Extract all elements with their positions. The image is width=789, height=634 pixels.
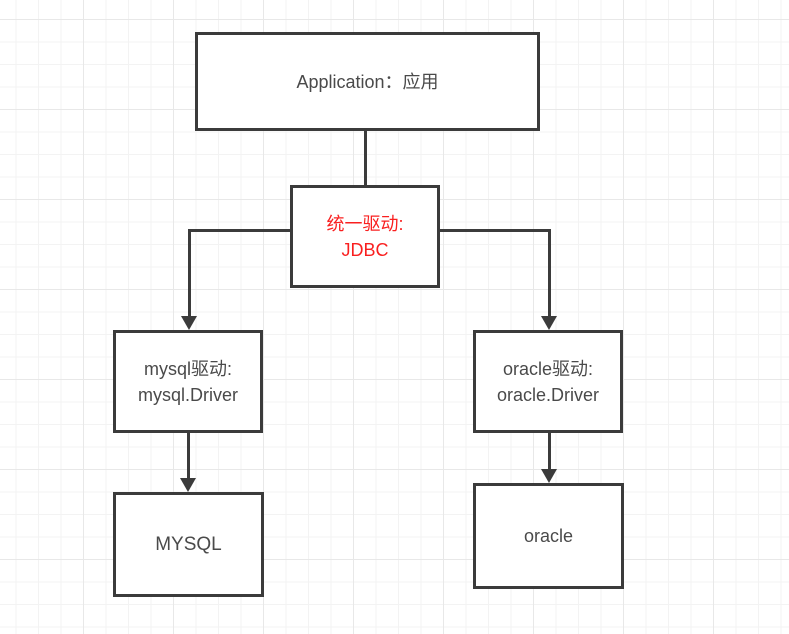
node-mysql-database-label: MYSQL bbox=[155, 533, 222, 555]
node-jdbc-label-line2: JDBC bbox=[341, 239, 389, 260]
connector-jdbc-mysql-driver-horizontal[interactable] bbox=[188, 229, 291, 232]
node-oracle-database[interactable]: oracle bbox=[473, 483, 624, 589]
node-mysql-driver-label-line2: mysql.Driver bbox=[137, 384, 238, 405]
connector-mysql-driver-mysql-db[interactable] bbox=[187, 433, 190, 479]
arrowhead-to-mysql-db bbox=[180, 478, 196, 492]
node-oracle-database-label: oracle bbox=[523, 526, 574, 546]
node-application-label: Application：应用 bbox=[296, 71, 439, 92]
connector-application-jdbc[interactable] bbox=[364, 131, 367, 187]
connector-jdbc-mysql-driver-vertical[interactable] bbox=[188, 229, 191, 317]
node-oracle-driver-label-line2: oracle.Driver bbox=[496, 384, 600, 405]
connector-jdbc-oracle-driver-vertical[interactable] bbox=[548, 229, 551, 317]
node-application[interactable]: Application：应用 bbox=[195, 32, 540, 131]
connector-oracle-driver-oracle-db[interactable] bbox=[548, 433, 551, 470]
node-jdbc-unified-driver[interactable]: 统一驱动: JDBC bbox=[290, 185, 440, 288]
node-oracle-driver-label-line1: oracle驱动: bbox=[502, 358, 594, 379]
node-mysql-driver[interactable]: mysql驱动: mysql.Driver bbox=[113, 330, 263, 433]
node-oracle-driver[interactable]: oracle驱动: oracle.Driver bbox=[473, 330, 623, 433]
node-mysql-database[interactable]: MYSQL bbox=[113, 492, 264, 597]
arrowhead-to-oracle-db bbox=[541, 469, 557, 483]
node-jdbc-label-line1: 统一驱动: bbox=[326, 213, 404, 234]
arrowhead-to-oracle-driver bbox=[541, 316, 557, 330]
arrowhead-to-mysql-driver bbox=[181, 316, 197, 330]
connector-jdbc-oracle-driver-horizontal[interactable] bbox=[440, 229, 551, 232]
node-mysql-driver-label-line1: mysql驱动: bbox=[143, 358, 232, 379]
